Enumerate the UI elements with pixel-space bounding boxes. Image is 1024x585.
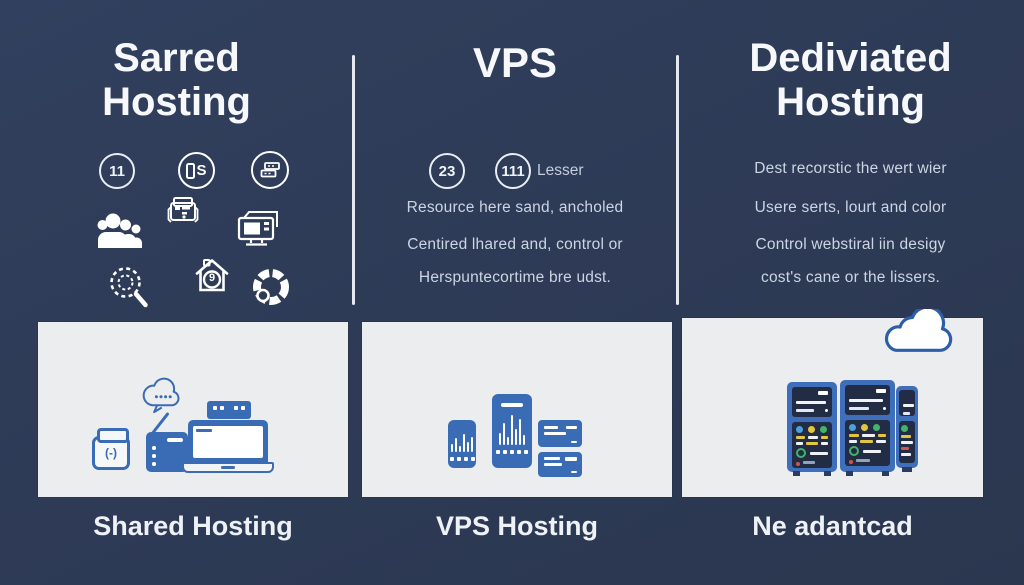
dedicated-line-1: Dest recorstic the wert wier — [754, 160, 947, 177]
phone-topline — [501, 403, 523, 407]
vps-line-2: Centired lhared and, control or — [407, 236, 623, 253]
vps-line-1: Resource here sand, ancholed — [406, 199, 624, 216]
title-line-2: Hosting — [776, 80, 925, 124]
cloud-icon — [884, 309, 953, 352]
printer-icon — [167, 197, 199, 223]
column-title-vps: VPS — [472, 39, 558, 86]
server-stack-circle-icon — [251, 151, 289, 189]
segment-wheel-icon — [253, 269, 289, 305]
equalizer-bars — [448, 432, 476, 452]
server-tower-icon — [896, 386, 918, 472]
equalizer-bars — [492, 415, 532, 445]
dedicated-line-3: Control webstiral iin desigy — [755, 236, 946, 253]
column-title-dedicated: Dediviated Hosting — [677, 36, 1024, 124]
phone-small-icon — [448, 420, 476, 468]
info-card-icon — [538, 420, 582, 447]
router-icon — [207, 401, 251, 419]
column-divider-left — [352, 55, 355, 305]
server-tower-icon — [840, 380, 895, 476]
badge-23-value: 23 — [438, 162, 456, 180]
search-gear-icon — [110, 267, 148, 308]
caption-vps-hosting: VPS Hosting — [435, 511, 598, 541]
users-group-icon — [97, 213, 142, 248]
title-line-2: Hosting — [102, 80, 251, 124]
jar-label: (-) — [105, 446, 117, 460]
server-tower-icon — [787, 382, 837, 476]
column-vps: VPS 23 111 Lesser Resource here sand, an… — [353, 0, 677, 320]
info-card-icon — [538, 452, 582, 477]
title-line-1: Sarred — [113, 36, 240, 80]
dedicated-line-4: cost's cane or the lissers. — [761, 269, 940, 286]
count-badge-value: 11 — [109, 162, 125, 180]
house-security-icon: 9 — [193, 256, 231, 294]
laptop-base — [182, 462, 274, 473]
laptop-icon — [182, 420, 274, 473]
radio-device-icon — [146, 432, 188, 472]
badge-23-icon: 23 — [429, 153, 465, 189]
mini-phone-glyph — [186, 162, 196, 179]
phone-s-circle-icon: S — [178, 152, 215, 189]
caption-dedicated-hosting: Ne adantcad — [752, 511, 913, 541]
vps-line-3: Herspuntecortime bre udst. — [418, 269, 612, 286]
desktop-monitor-icon — [237, 211, 278, 246]
column-dedicated-hosting: Dediviated Hosting Dest recorstic the we… — [677, 0, 1024, 320]
badge-label: Lesser — [537, 162, 584, 179]
panel-vps-hosting — [362, 322, 672, 497]
count-circle-icon: 11 — [99, 153, 135, 189]
badge-111-value: 111 — [501, 162, 525, 180]
caption-shared-hosting: Shared Hosting — [93, 511, 293, 541]
column-shared-hosting: Sarred Hosting 11 S — [0, 0, 353, 320]
column-divider-right — [676, 55, 679, 305]
phone-large-icon — [492, 394, 532, 468]
speech-cloud-icon — [142, 377, 180, 414]
house-badge-number: 9 — [208, 272, 216, 284]
s-letter-glyph: S — [196, 162, 207, 179]
house-outline-glyph — [195, 259, 229, 292]
badge-111-icon: 111 — [495, 153, 531, 189]
title-line-1: Dediviated — [749, 36, 952, 80]
panel-dedicated-hosting — [682, 309, 983, 497]
panel-shared-hosting: (-) — [38, 322, 348, 497]
server-stack-glyph — [260, 162, 280, 178]
savings-jar-icon: (-) — [92, 428, 130, 470]
dedicated-line-2: Usere serts, lourt and color — [754, 199, 947, 216]
laptop-screen — [188, 420, 268, 462]
column-title-shared: Sarred Hosting — [0, 36, 353, 124]
